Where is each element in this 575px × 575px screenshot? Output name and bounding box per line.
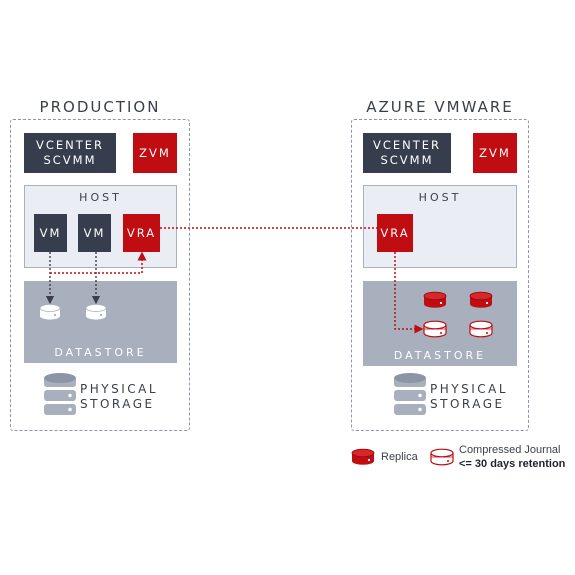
physical-label-line1: PHYSICAL: [430, 382, 509, 396]
legend-replica-icon: [351, 448, 375, 466]
vcenter-label-line2: SCVMM: [43, 153, 97, 167]
production-vcenter-box[interactable]: VCENTER SCVMM: [24, 133, 116, 173]
azure-physical-storage-icon: [394, 373, 426, 415]
azure-site-frame: [351, 119, 529, 431]
legend-journal-retention: <= 30 days retention: [459, 458, 566, 470]
azure-physical-storage-label: PHYSICAL STORAGE: [430, 382, 508, 412]
zvm-label: ZVM: [139, 146, 171, 160]
physical-label-line2: STORAGE: [80, 397, 155, 411]
production-physical-storage-label: PHYSICAL STORAGE: [80, 382, 158, 412]
zvm-label: ZVM: [479, 146, 511, 160]
production-zvm-box[interactable]: ZVM: [133, 133, 177, 173]
vm-label: VM: [83, 225, 106, 240]
legend-journal-label: Compressed Journal: [459, 444, 561, 456]
physical-label-line2: STORAGE: [430, 397, 505, 411]
azure-datastore-panel: DATASTORE: [363, 281, 517, 366]
production-vra-box[interactable]: VRA: [123, 214, 160, 252]
vcenter-label-line2: SCVMM: [380, 153, 434, 167]
datastore-label: DATASTORE: [54, 346, 147, 359]
azure-vra-box[interactable]: VRA: [377, 214, 413, 252]
legend-journal-icon: [430, 448, 454, 466]
host-label: HOST: [418, 191, 462, 204]
production-site-frame: [10, 119, 190, 431]
azure-vcenter-box[interactable]: VCENTER SCVMM: [363, 133, 451, 173]
vcenter-label-line1: VCENTER: [372, 138, 442, 152]
host-label: HOST: [79, 191, 122, 204]
azure-host-panel: HOST: [363, 185, 517, 268]
production-vm-box-1[interactable]: VM: [34, 214, 67, 252]
vcenter-label-line1: VCENTER: [35, 138, 105, 152]
vm-label: VM: [39, 225, 62, 240]
production-datastore-panel: DATASTORE: [24, 281, 177, 363]
datastore-label: DATASTORE: [393, 349, 487, 362]
vra-label: VRA: [380, 226, 410, 240]
production-vm-box-2[interactable]: VM: [78, 214, 111, 252]
vra-label: VRA: [126, 226, 157, 240]
azure-title: AZURE VMWARE: [366, 98, 514, 116]
legend-replica-label: Replica: [381, 451, 418, 463]
production-physical-storage-icon: [44, 373, 76, 415]
physical-label-line1: PHYSICAL: [80, 382, 159, 396]
production-title: PRODUCTION: [39, 98, 161, 116]
azure-zvm-box[interactable]: ZVM: [473, 133, 517, 173]
